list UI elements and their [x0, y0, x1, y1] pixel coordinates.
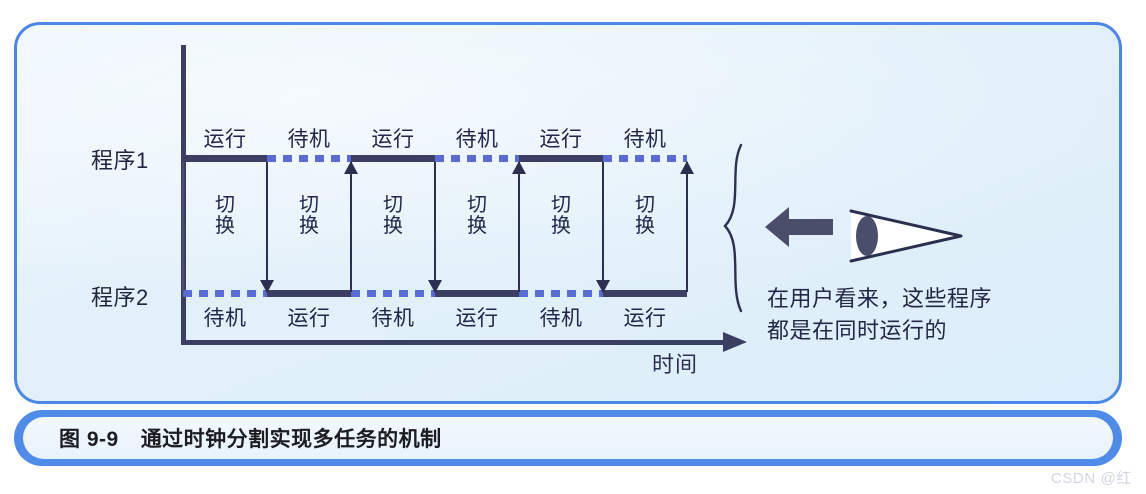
switch-label-char: 切 — [551, 194, 571, 216]
arrow-head-icon — [344, 161, 358, 174]
state-label-程序1-运行: 运行 — [371, 128, 415, 151]
state-label-程序1-待机: 待机 — [623, 128, 667, 151]
switch-label-5: 切换 — [546, 195, 576, 237]
figure-panel: 时间 程序1 程序2 运行待机运行待机运行待机待机运行待机运行待机运行切换切换切… — [14, 22, 1122, 404]
segment-程序2-运行 — [267, 290, 351, 297]
annotation-note: 在用户看来，这些程序 都是在同时运行的 — [767, 283, 992, 347]
switch-label-char: 换 — [299, 215, 319, 237]
figure-caption: 图 9-9 通过时钟分割实现多任务的机制 — [14, 410, 1122, 466]
state-label-程序2-待机: 待机 — [539, 307, 583, 330]
arrow-head-icon — [512, 161, 526, 174]
switch-label-char: 换 — [383, 215, 403, 237]
x-axis-arrow-icon — [723, 332, 747, 352]
caption-inner-frame: 图 9-9 通过时钟分割实现多任务的机制 — [23, 417, 1113, 459]
switch-arrow-3-down — [428, 162, 442, 293]
caption-number: 图 9-9 — [59, 428, 119, 451]
switch-arrow-2-up — [344, 161, 358, 292]
switch-label-4: 切换 — [462, 195, 492, 237]
switch-label-3: 切换 — [378, 195, 408, 237]
eye-icon — [845, 207, 965, 265]
switch-label-char: 切 — [635, 194, 655, 216]
switch-label-2: 切换 — [294, 195, 324, 237]
segment-程序2-待机 — [519, 290, 603, 297]
switch-label-1: 切换 — [210, 195, 240, 237]
switch-label-char: 换 — [635, 215, 655, 237]
x-axis — [181, 340, 726, 345]
segment-程序1-待机 — [603, 155, 687, 162]
segment-程序2-运行 — [435, 290, 519, 297]
switch-separator-0 — [182, 162, 184, 292]
switch-arrow-6-up — [680, 161, 694, 292]
switch-label-char: 切 — [467, 194, 487, 216]
switch-label-char: 换 — [551, 215, 571, 237]
state-label-程序2-运行: 运行 — [623, 307, 667, 330]
switch-arrow-5-down — [596, 162, 610, 293]
caption-title: 通过时钟分割实现多任务的机制 — [140, 428, 442, 451]
caption-outer-frame: 图 9-9 通过时钟分割实现多任务的机制 — [14, 410, 1122, 466]
segment-程序1-待机 — [435, 155, 519, 162]
switch-label-char: 切 — [299, 194, 319, 216]
timeline-chart: 时间 程序1 程序2 运行待机运行待机运行待机待机运行待机运行待机运行切换切换切… — [17, 25, 1119, 401]
timeline-row-program1 — [183, 155, 687, 162]
annotation-line-2: 都是在同时运行的 — [767, 317, 948, 343]
watermark: CSDN @红 — [1050, 470, 1132, 487]
state-label-程序1-待机: 待机 — [455, 128, 499, 151]
switch-label-char: 换 — [215, 215, 235, 237]
switch-label-char: 换 — [467, 215, 487, 237]
segment-程序1-运行 — [351, 155, 435, 162]
row-label-program2: 程序2 — [91, 285, 149, 310]
segment-程序1-待机 — [267, 155, 351, 162]
row-label-program1: 程序1 — [91, 148, 149, 173]
switch-label-6: 切换 — [630, 195, 660, 237]
state-label-程序1-待机: 待机 — [287, 128, 331, 151]
state-label-程序2-待机: 待机 — [371, 307, 415, 330]
arrow-head-icon — [596, 280, 610, 293]
segment-程序1-运行 — [183, 155, 267, 162]
state-label-程序1-运行: 运行 — [203, 128, 247, 151]
switch-arrow-1-down — [260, 162, 274, 293]
x-axis-label: 时间 — [652, 352, 699, 377]
left-arrow-icon — [763, 203, 835, 251]
arrow-head-icon — [260, 280, 274, 293]
switch-label-char: 切 — [215, 194, 235, 216]
arrow-head-icon — [428, 280, 442, 293]
timeline-row-program2 — [183, 290, 687, 297]
state-label-程序2-待机: 待机 — [203, 307, 247, 330]
brace-icon — [717, 143, 753, 313]
arrow-head-icon — [680, 161, 694, 174]
segment-程序2-待机 — [351, 290, 435, 297]
state-label-程序2-运行: 运行 — [287, 307, 331, 330]
state-label-程序1-运行: 运行 — [539, 128, 583, 151]
state-label-程序2-运行: 运行 — [455, 307, 499, 330]
segment-程序2-待机 — [183, 290, 267, 297]
annotation-line-1: 在用户看来，这些程序 — [767, 286, 993, 311]
caption-text-row: 图 9-9 通过时钟分割实现多任务的机制 — [23, 423, 442, 453]
switch-arrow-4-up — [512, 161, 526, 292]
segment-程序2-运行 — [603, 290, 687, 297]
switch-label-char: 切 — [383, 194, 403, 216]
segment-程序1-运行 — [519, 155, 603, 162]
